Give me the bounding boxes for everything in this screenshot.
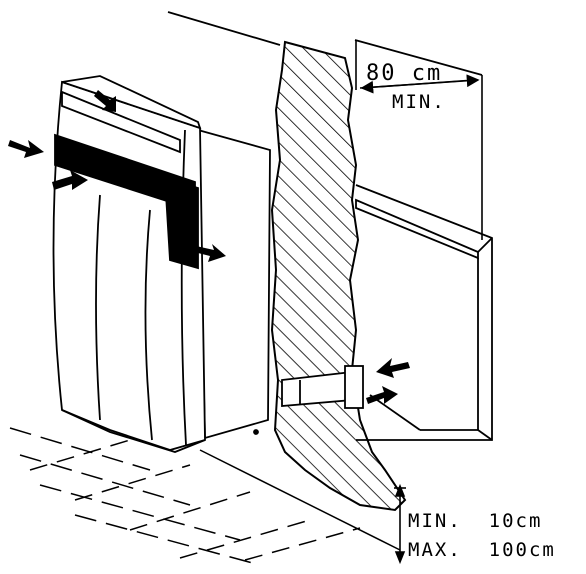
window-height-max-label: MAX. 100cm <box>408 539 556 561</box>
window-out-arrow-icon <box>366 386 398 404</box>
height-dimension <box>394 483 406 565</box>
intake-arrow-icon <box>52 170 88 190</box>
clearance-dimension <box>355 40 483 240</box>
window-in-arrow-icon <box>376 358 410 378</box>
exhaust-hose <box>281 365 364 409</box>
intake-arrow-icon <box>8 140 44 158</box>
clearance-qualifier-label: MIN. <box>392 91 446 113</box>
floor-grid <box>9 427 401 566</box>
window-frame <box>355 184 493 441</box>
window-height-min-label: MIN. 10cm <box>408 510 542 532</box>
airflow-arrows <box>8 90 410 404</box>
clearance-value-label: 80 cm <box>366 61 442 86</box>
outflow-arrow-icon <box>194 244 226 262</box>
air-conditioner-unit <box>52 75 271 453</box>
wall-outline <box>167 11 483 76</box>
top-vent-arrow-icon <box>94 90 116 112</box>
